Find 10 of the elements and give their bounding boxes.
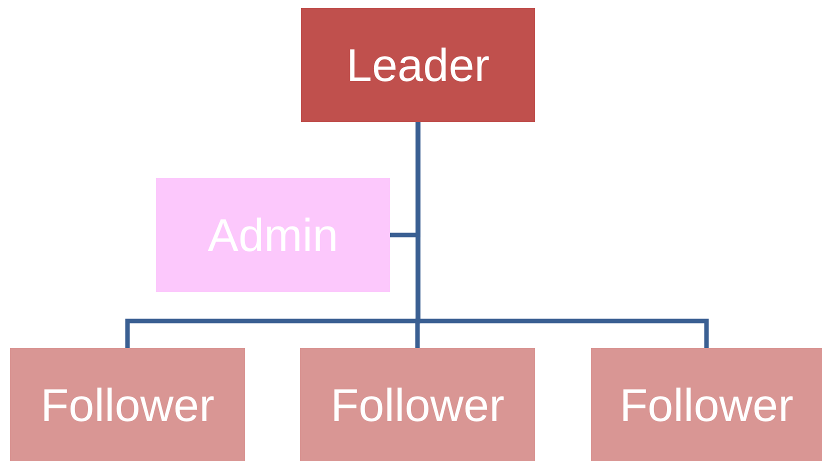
leader-box (301, 8, 535, 122)
admin-box (156, 178, 390, 292)
node-label: Follower (620, 378, 794, 432)
follower-box (591, 348, 822, 461)
node-label: Follower (40, 378, 214, 432)
follower-box (10, 348, 245, 461)
follower-box (300, 348, 535, 461)
node-label: Follower (330, 378, 504, 432)
connector-line (416, 122, 709, 348)
node-label: Leader (346, 38, 490, 92)
